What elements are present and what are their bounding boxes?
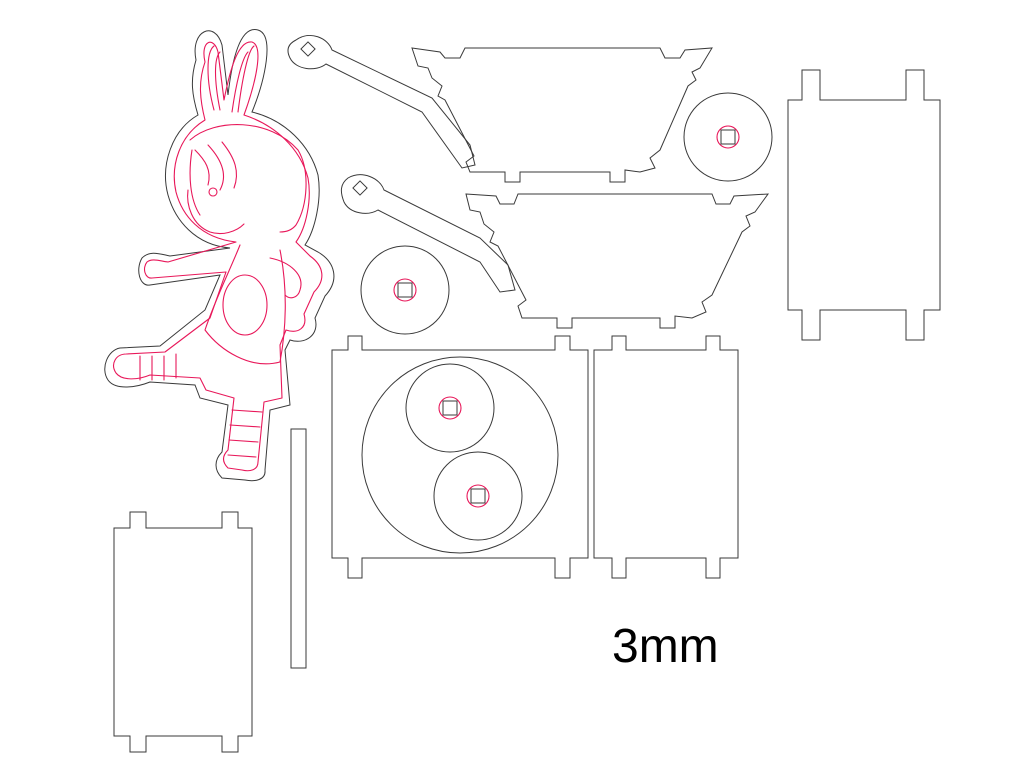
side-panel-left-outline: [113, 511, 253, 753]
cam-large-circle: [361, 356, 559, 554]
thickness-label: 3mm: [612, 620, 719, 673]
middle-panel-outline: [593, 335, 739, 579]
small-gear-disc-left: [360, 245, 450, 335]
cam-upper-circle: [405, 363, 495, 453]
bunny-hood: [189, 124, 307, 233]
axle-strip: [290, 428, 307, 669]
bunny-face: [187, 189, 245, 235]
bunny-arm-front: [269, 257, 302, 299]
disc-left-square-hole: [397, 282, 413, 298]
disc-left-outline: [360, 245, 450, 335]
crank-arm-upper-outline: [287, 35, 476, 169]
crank-arm-lower-hole: [352, 180, 368, 196]
cam-upper-square-hole: [442, 400, 458, 416]
trapezoid-panel-upper-outline: [411, 47, 713, 183]
middle-panel: [593, 335, 739, 579]
disc-right-hole-ring: [716, 125, 740, 149]
trapezoid-panel-upper: [411, 47, 713, 183]
cam-lower-square-hole: [470, 488, 486, 504]
bunny-girl-figure: [104, 29, 335, 482]
cam-upper-hole-ring: [438, 396, 462, 420]
bunny-dress: [204, 244, 286, 365]
disc-right-outline: [683, 92, 773, 182]
bunny-hair-fringe: [194, 141, 238, 191]
cam-lower-hole-ring: [466, 484, 490, 508]
bunny-ear-left-detail: [207, 45, 221, 111]
side-panel-right-outline: [787, 69, 941, 341]
front-panel-cam: [331, 335, 589, 579]
bunny-belly-patch: [222, 274, 268, 336]
axle-strip-outline: [290, 428, 307, 669]
cam-lower-circle: [433, 451, 523, 541]
trapezoid-panel-lower: [465, 193, 770, 329]
bunny-inner-outline: [113, 41, 323, 472]
side-panel-right: [787, 69, 941, 341]
crank-arm-upper: [287, 35, 476, 169]
bunny-eye: [208, 187, 218, 197]
disc-left-hole-ring: [393, 278, 417, 302]
side-panel-left: [113, 511, 253, 753]
small-gear-disc-right: [683, 92, 773, 182]
crank-arm-lower-outline: [340, 174, 516, 293]
bunny-leg-stripes-left: [139, 353, 177, 381]
bunny-outer-outline: [104, 29, 335, 482]
bunny-ear-right-detail: [231, 45, 255, 113]
front-panel-cam-outline: [331, 335, 589, 579]
disc-right-square-hole: [720, 129, 736, 145]
crank-arm-upper-hole: [300, 41, 316, 57]
trapezoid-panel-lower-outline: [465, 193, 770, 329]
crank-arm-lower: [340, 174, 516, 293]
bunny-leg-stripes-right: [227, 409, 263, 458]
